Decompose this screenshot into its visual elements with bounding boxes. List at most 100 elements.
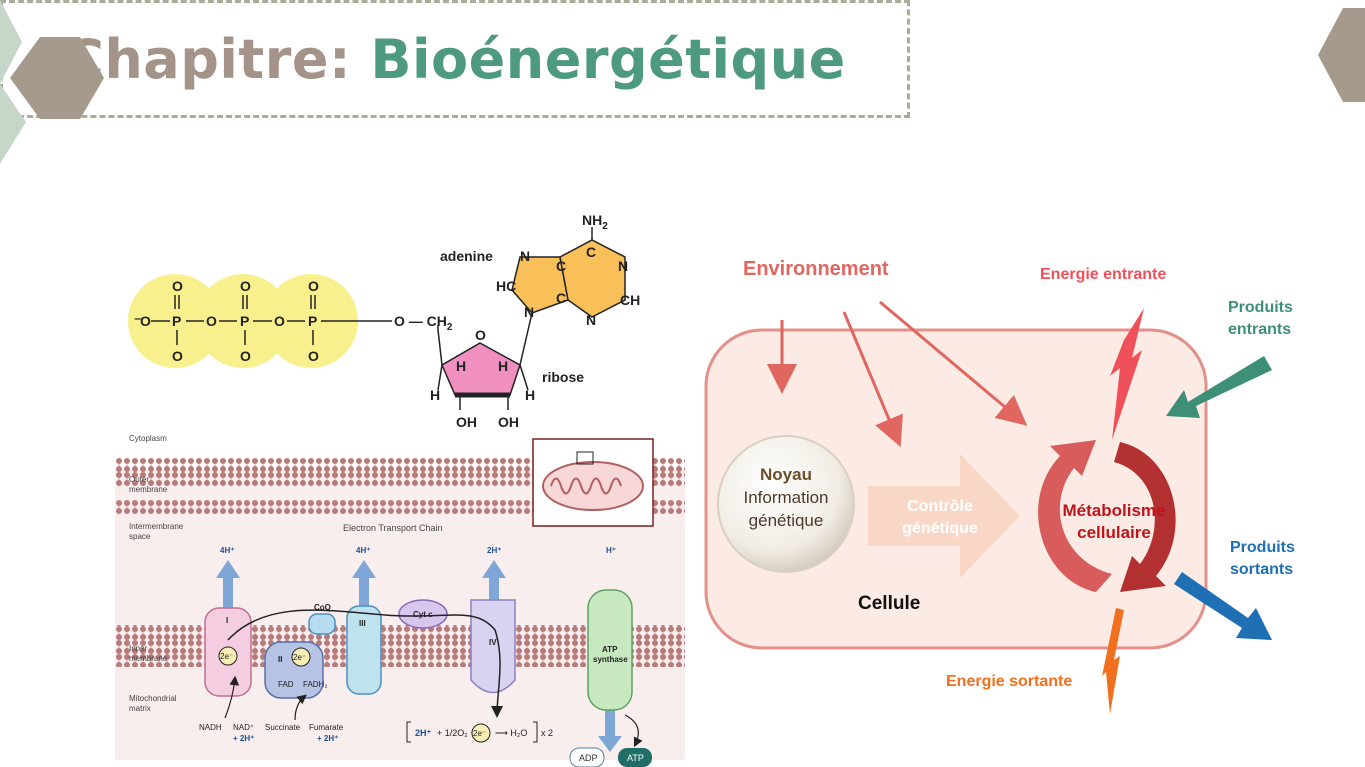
cycle-arrow-right — [1114, 442, 1176, 592]
controle-label-2: génétique — [902, 520, 978, 537]
page-title: Chapitre: Bioénergétique — [64, 28, 846, 91]
phosphate-labels: ⁻ O O P O O O P O O O P O O — CH2 — [134, 278, 453, 364]
svg-text:2e⁻: 2e⁻ — [220, 652, 233, 661]
svg-text:2H⁺: 2H⁺ — [487, 546, 501, 555]
svg-text:III: III — [359, 619, 366, 628]
svg-text:membrane: membrane — [129, 485, 168, 494]
svg-text:x 2: x 2 — [541, 728, 553, 738]
etc-title: Electron Transport Chain — [343, 523, 443, 533]
water-equation: 2H⁺ + 1/2O₂ + 2e⁻ ⟶ H₂O x 2 — [406, 721, 553, 743]
p1-p: P — [172, 313, 181, 329]
title-prefix: Chapitre: — [64, 27, 371, 91]
svg-text:I: I — [226, 616, 228, 625]
svg-text:4H⁺: 4H⁺ — [220, 546, 234, 555]
svg-text:membrane: membrane — [129, 654, 168, 663]
produits-sortants-1: Produits — [1230, 539, 1295, 556]
svg-text:Intermembrane: Intermembrane — [129, 522, 184, 531]
hexagon-sage-bottom — [0, 84, 26, 164]
p2-o-top: O — [240, 278, 251, 294]
phosphate-circle-3 — [264, 274, 358, 368]
title-main: Bioénergétique — [370, 27, 846, 91]
proton-arrow-2 — [352, 560, 376, 615]
ribose-oh-1: OH — [456, 414, 477, 430]
p2-p: P — [240, 313, 249, 329]
ribose-h-2: H — [498, 358, 508, 374]
products-out-arrow — [1174, 572, 1272, 640]
ribose-labels: O H H H H OH OH ribose — [430, 327, 584, 430]
p3-p: P — [308, 313, 317, 329]
svg-text:2e⁻: 2e⁻ — [473, 729, 486, 738]
environnement-label: Environnement — [743, 258, 889, 280]
electron-path — [227, 609, 504, 718]
proton-arrow-3 — [482, 560, 506, 615]
ribose-oh-2: OH — [498, 414, 519, 430]
environment-arrows — [767, 300, 1028, 448]
atp-label: ATP — [627, 753, 644, 763]
svg-text:+ 2H⁺: + 2H⁺ — [317, 734, 338, 743]
phosphate-o-left: O — [140, 313, 151, 329]
energy-in-bolt — [1110, 308, 1144, 440]
information-label-1: Information — [743, 488, 828, 507]
nh2-label: NH2 — [582, 212, 608, 232]
adenine-n-bottom: N — [586, 312, 596, 328]
env-arrow-3 — [879, 300, 1028, 426]
adp-pill — [569, 747, 605, 767]
svg-text:Inner: Inner — [129, 644, 148, 653]
electron-transport-chain-diagram: Cytoplasm Outer membrane Intermembrane s… — [115, 434, 685, 767]
metabolism-cycle — [1038, 440, 1176, 592]
adenine-n-top: N — [520, 248, 530, 264]
inner-membrane-lower — [115, 655, 685, 667]
adenine-ch: CH — [620, 292, 640, 308]
svg-text:4H⁺: 4H⁺ — [356, 546, 370, 555]
p1-o-top: O — [172, 278, 183, 294]
etc-region-labels: Cytoplasm Outer membrane Intermembrane s… — [129, 434, 443, 713]
atp-synthase — [587, 589, 633, 711]
adenine-c-2: C — [556, 290, 566, 306]
svg-text:FADH₂: FADH₂ — [303, 680, 327, 689]
energy-out-bolt — [1102, 608, 1124, 714]
svg-text:Outer: Outer — [129, 475, 149, 484]
ribose-o: O — [475, 327, 486, 343]
produits-entrants-1: Produits — [1228, 299, 1293, 316]
electron-markers — [218, 646, 311, 667]
p3-o-bottom: O — [308, 348, 319, 364]
bridge-o-2: O — [274, 313, 285, 329]
metabolisme-label-2: cellulaire — [1077, 523, 1151, 542]
svg-text:+ 1/2O₂ +: + 1/2O₂ + — [437, 728, 476, 738]
mitochondrion-icon — [542, 461, 644, 511]
atp-pill — [618, 748, 652, 767]
coq-label: CoQ — [314, 603, 331, 612]
adenine-n-right: N — [618, 258, 628, 274]
proton-labels: 4H⁺ 4H⁺ 2H⁺ H⁺ — [220, 546, 616, 555]
cycle-arrow-left — [1038, 440, 1112, 592]
produits-entrants-2: entrants — [1228, 321, 1291, 338]
svg-text:2e⁻: 2e⁻ — [293, 653, 306, 662]
complex-iii — [346, 605, 382, 695]
p3-o-top: O — [308, 278, 319, 294]
fumarate-label: Fumarate — [309, 723, 344, 732]
svg-text:⁻: ⁻ — [134, 313, 141, 329]
decorative-hexagon-right — [1318, 8, 1365, 102]
cellule-label: Cellule — [858, 593, 920, 614]
adenine-hc: HC — [496, 278, 516, 294]
p2-o-bottom: O — [240, 348, 251, 364]
svg-text:2H⁺: 2H⁺ — [415, 728, 432, 738]
adenine-c-top: C — [586, 244, 596, 260]
adenine-c-1: C — [556, 258, 566, 274]
phosphate-bonds — [151, 295, 392, 345]
energie-sortante-label: Energie sortante — [946, 673, 1072, 690]
svg-text:NAD⁺: NAD⁺ — [233, 723, 254, 732]
adenine-labels: adenine NH2 C N CH N C C N HC N — [440, 212, 640, 328]
svg-text:II: II — [278, 655, 282, 664]
env-arrow-2 — [842, 311, 903, 448]
cyt-c — [398, 599, 448, 629]
ribose-h-1: H — [456, 358, 466, 374]
noyau-label: Noyau — [760, 465, 812, 484]
proton-arrows — [216, 560, 622, 752]
metabolisme-label-1: Métabolisme — [1063, 501, 1166, 520]
information-label-2: génétique — [749, 511, 824, 530]
adenine-label: adenine — [440, 248, 493, 264]
adp-label: ADP — [579, 753, 598, 763]
phosphate-circle-1 — [128, 274, 222, 368]
ribose-h-4: H — [525, 387, 535, 403]
